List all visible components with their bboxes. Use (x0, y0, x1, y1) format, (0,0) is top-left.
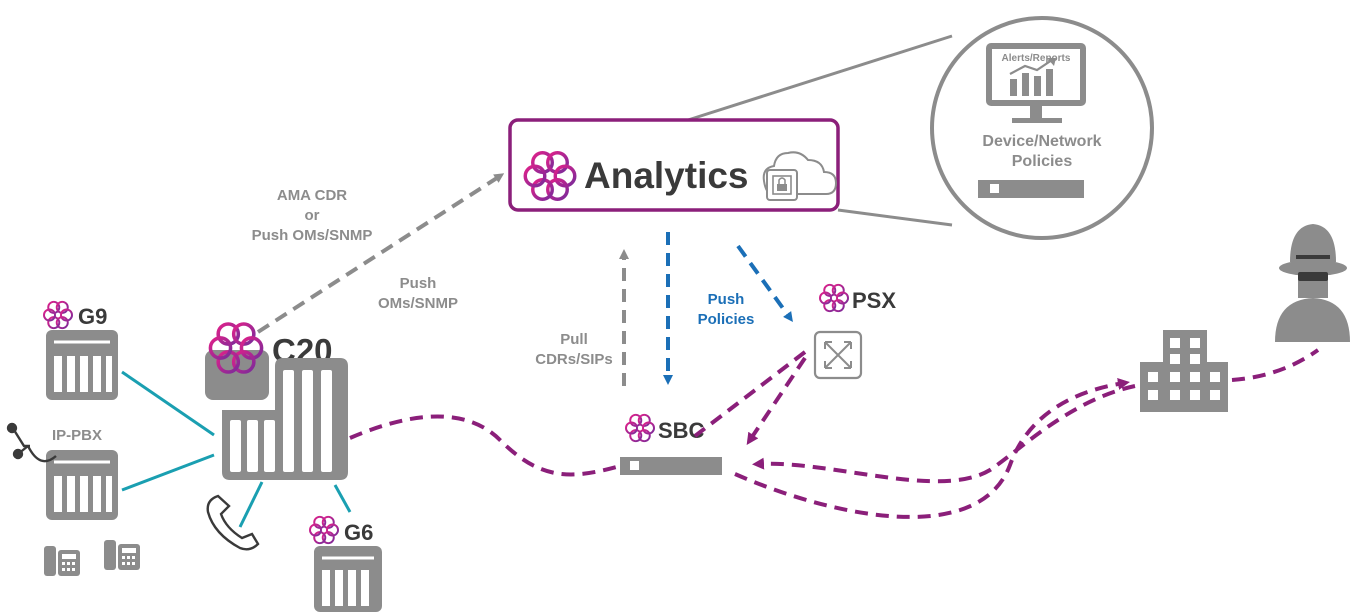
ippbx-node[interactable]: IP-PBX (6, 422, 118, 520)
cloud-lock-icon (762, 151, 838, 201)
pbx-extension-icon (6, 422, 57, 463)
svg-text:Pull: Pull (560, 331, 588, 348)
alerts-reports-label: Alerts/Reports (1002, 53, 1071, 64)
svg-text:OMs/SNMP: OMs/SNMP (378, 295, 458, 312)
desk-phone-icon (104, 540, 140, 570)
psx-sbc-arrow (746, 356, 807, 445)
pull-cdrs-label: Pull CDRs/SIPs (535, 331, 613, 368)
svg-text:Push OMs/SNMP: Push OMs/SNMP (252, 227, 373, 244)
gateway-icon (46, 330, 118, 400)
policy-appliance-icon (978, 180, 1084, 198)
g9-logo-icon (42, 300, 74, 330)
alerts-monitor-icon (986, 43, 1086, 123)
sbc-label: SBC (658, 418, 705, 443)
psx-node[interactable]: PSX (813, 283, 896, 380)
ama-cdr-label: AMA CDR or Push OMs/SNMP (252, 187, 373, 244)
push-policies-label: Push Policies (698, 291, 755, 328)
c20-node[interactable]: C20 (205, 322, 348, 551)
policy-panel: Alerts/Reports Device/Network Policies (930, 16, 1154, 240)
svg-text:Policies: Policies (698, 311, 755, 328)
ippbx-label: IP-PBX (52, 427, 102, 444)
analytics-node[interactable]: Analytics (508, 118, 840, 212)
phone-handset-icon (206, 494, 260, 551)
g6-logo-icon (308, 515, 340, 545)
push-oms-label: Push OMs/SNMP (378, 275, 458, 312)
g6-node[interactable]: G6 (308, 515, 382, 612)
routing-switch-icon (813, 330, 863, 380)
psx-logo-icon (818, 283, 850, 313)
sbc-logo-icon (624, 413, 656, 443)
psx-label: PSX (852, 288, 896, 313)
svg-text:AMA CDR: AMA CDR (277, 187, 347, 204)
spy-attacker-icon (1275, 224, 1350, 342)
media-flows (349, 348, 1320, 519)
desk-phone-icon (44, 546, 80, 576)
g9-node[interactable]: G9 (42, 300, 118, 400)
analytics-label: Analytics (584, 155, 749, 196)
g9-label: G9 (78, 304, 107, 329)
gateway-icon (314, 546, 382, 612)
svg-text:Push: Push (708, 291, 745, 308)
svg-text:or: or (305, 207, 320, 224)
c20-sbc-flow (349, 414, 621, 477)
ama-cdr-arrow (256, 173, 505, 334)
svg-text:Push: Push (400, 275, 437, 292)
office-building-icon (1140, 330, 1228, 412)
policy-title-line2: Policies (1012, 153, 1073, 170)
push-policies-psx-arrow (736, 244, 793, 323)
callout-lines (687, 34, 953, 227)
svg-text:CDRs/SIPs: CDRs/SIPs (535, 351, 613, 368)
call-server-icon (222, 358, 348, 480)
access-links (121, 370, 352, 528)
attacker-flow (1231, 348, 1320, 382)
sbc-to-enterprise-flow (734, 378, 1130, 519)
policy-title-line1: Device/Network (982, 133, 1101, 150)
psx-sbc-signal-line (693, 350, 807, 438)
g6-label: G6 (344, 520, 373, 545)
sbc-node[interactable]: SBC (620, 413, 722, 475)
enterprise-to-sbc-flow (752, 384, 1136, 484)
pbx-icon (46, 450, 118, 520)
sbc-appliance-icon (620, 457, 722, 475)
